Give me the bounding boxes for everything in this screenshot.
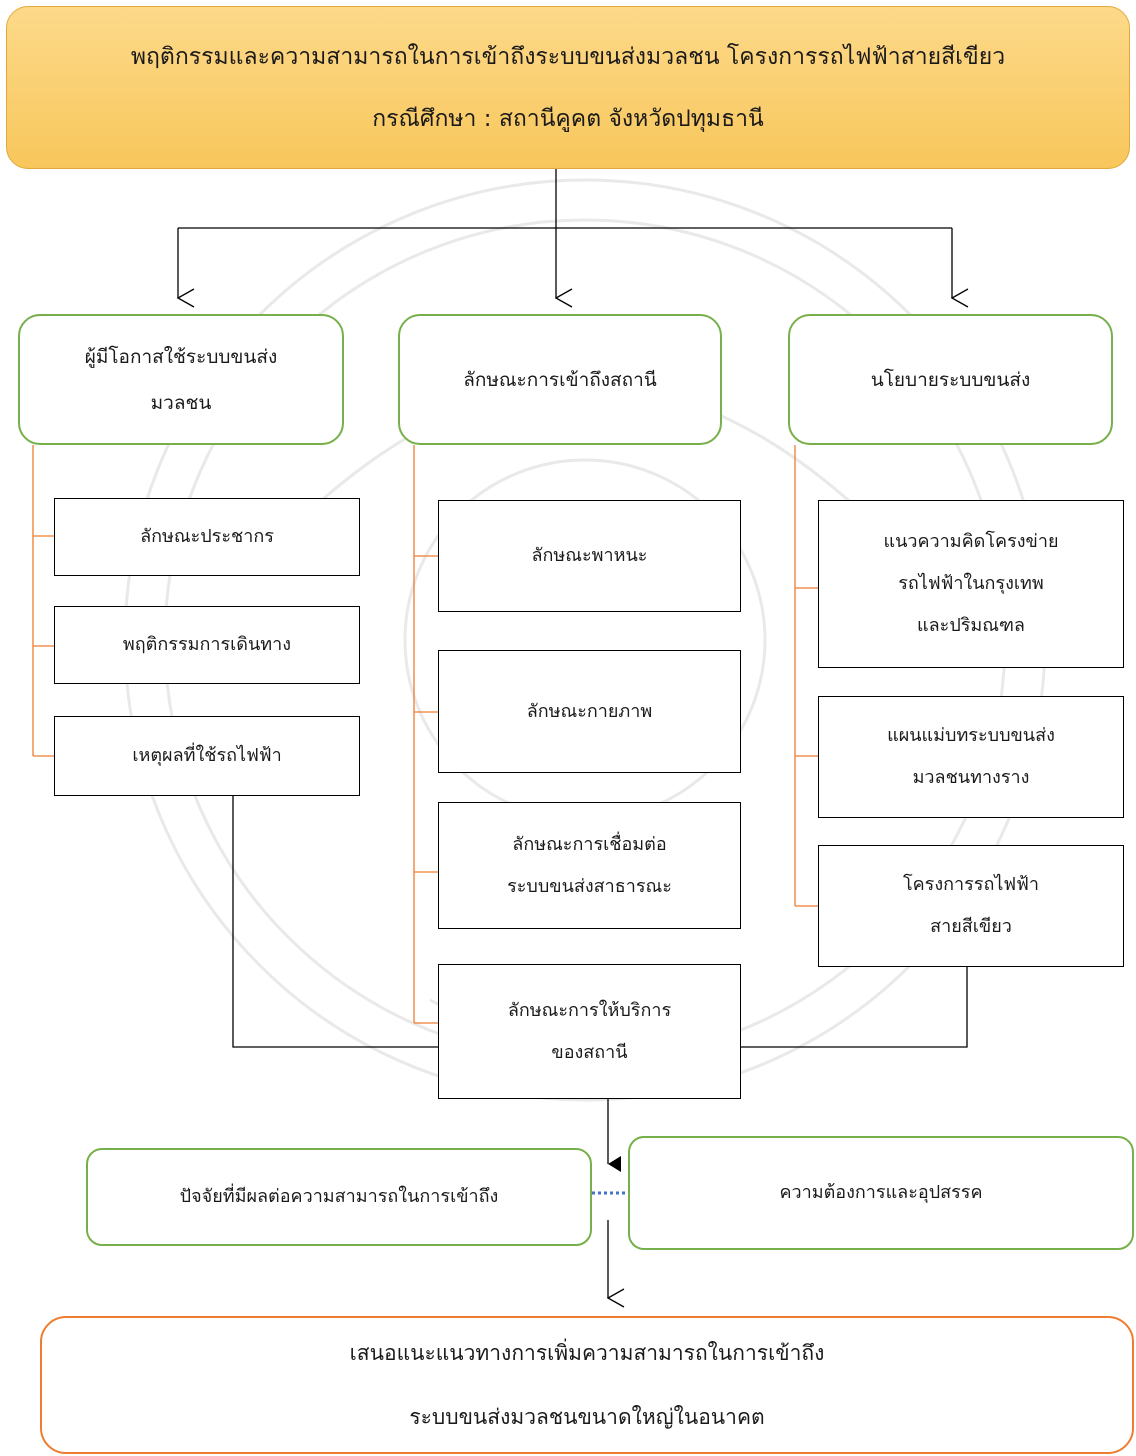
title-line-2: กรณีศึกษา : สถานีคูคต จังหวัดปทุมธานี: [372, 105, 764, 132]
column-header-potential-users: ผู้มีโอกาสใช้ระบบขนส่ง มวลชน: [18, 314, 344, 445]
recommendation-line-1: เสนอแนะแนวทางการเพิ่มความสามารถในการเข้า…: [349, 1341, 825, 1365]
title-line-1: พฤติกรรมและความสามารถในการเข้าถึงระบบขนส…: [130, 43, 1006, 70]
item-reasons-for-rail-use: เหตุผลที่ใช้รถไฟฟ้า: [54, 716, 360, 796]
needs-and-obstacles-box: ความต้องการและอุปสรรค: [628, 1136, 1134, 1250]
recommendation-box: เสนอแนะแนวทางการเพิ่มความสามารถในการเข้า…: [40, 1316, 1134, 1454]
item-station-service: ลักษณะการให้บริการ ของสถานี: [438, 964, 741, 1099]
item-demographics: ลักษณะประชากร: [54, 498, 360, 576]
item-rail-network-concept: แนวความคิดโครงข่าย รถไฟฟ้าในกรุงเทพ และป…: [818, 500, 1124, 668]
item-mass-rail-master-plan: แผนแม่บทระบบขนส่ง มวลชนทางราง: [818, 696, 1124, 818]
column-header-station-access: ลักษณะการเข้าถึงสถานี: [398, 314, 722, 445]
recommendation-line-2: ระบบขนส่งมวลชนขนาดใหญ่ในอนาคต: [409, 1405, 765, 1429]
item-green-line-project: โครงการรถไฟฟ้า สายสีเขียว: [818, 845, 1124, 967]
item-vehicle-type: ลักษณะพาหนะ: [438, 500, 741, 612]
column-header-transport-policy: นโยบายระบบขนส่ง: [788, 314, 1113, 445]
item-public-transport-connection: ลักษณะการเชื่อมต่อ ระบบขนส่งสาธารณะ: [438, 802, 741, 929]
title-box: พฤติกรรมและความสามารถในการเข้าถึงระบบขนส…: [6, 6, 1130, 169]
item-physical-characteristics: ลักษณะกายภาพ: [438, 650, 741, 773]
factors-affecting-access-box: ปัจจัยที่มีผลต่อความสามารถในการเข้าถึง: [86, 1148, 592, 1246]
item-travel-behavior: พฤติกรรมการเดินทาง: [54, 606, 360, 684]
